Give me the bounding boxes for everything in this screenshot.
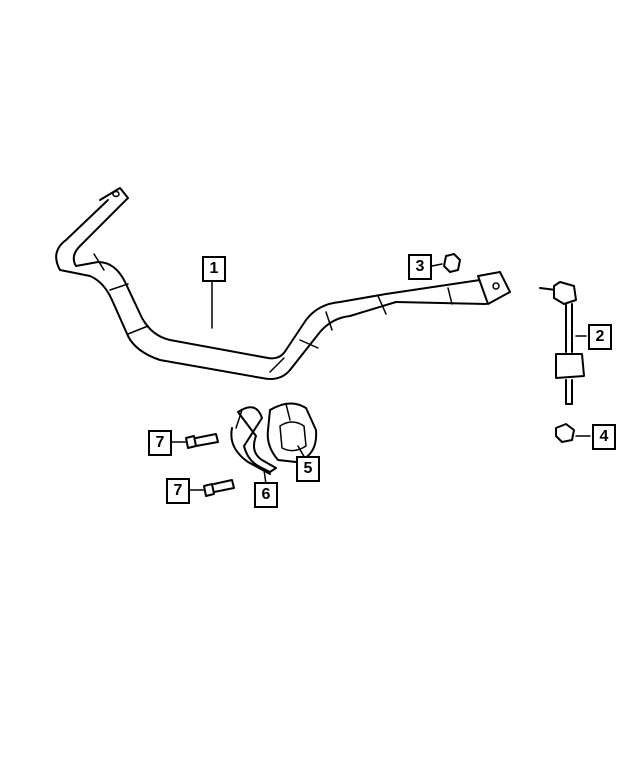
callout-5: 5 (296, 456, 320, 482)
callout-7-upper: 7 (148, 430, 172, 456)
callout-2: 2 (588, 324, 612, 350)
stabilizer-bar (55, 187, 511, 380)
bushing-retainer (230, 406, 277, 475)
callout-1: 1 (202, 256, 226, 282)
stabilizer-link (539, 281, 585, 405)
nut-part-3 (443, 253, 461, 273)
bushing (266, 402, 318, 463)
leader-line-6 (263, 469, 267, 485)
callout-6: 6 (254, 482, 278, 508)
callout-4: 4 (592, 424, 616, 450)
bolt-upper (185, 433, 219, 449)
leader-line-3 (431, 263, 443, 267)
callout-3: 3 (408, 254, 432, 280)
nut-part-4 (555, 423, 575, 443)
bolt-lower (203, 479, 235, 497)
callout-7-lower: 7 (166, 478, 190, 504)
